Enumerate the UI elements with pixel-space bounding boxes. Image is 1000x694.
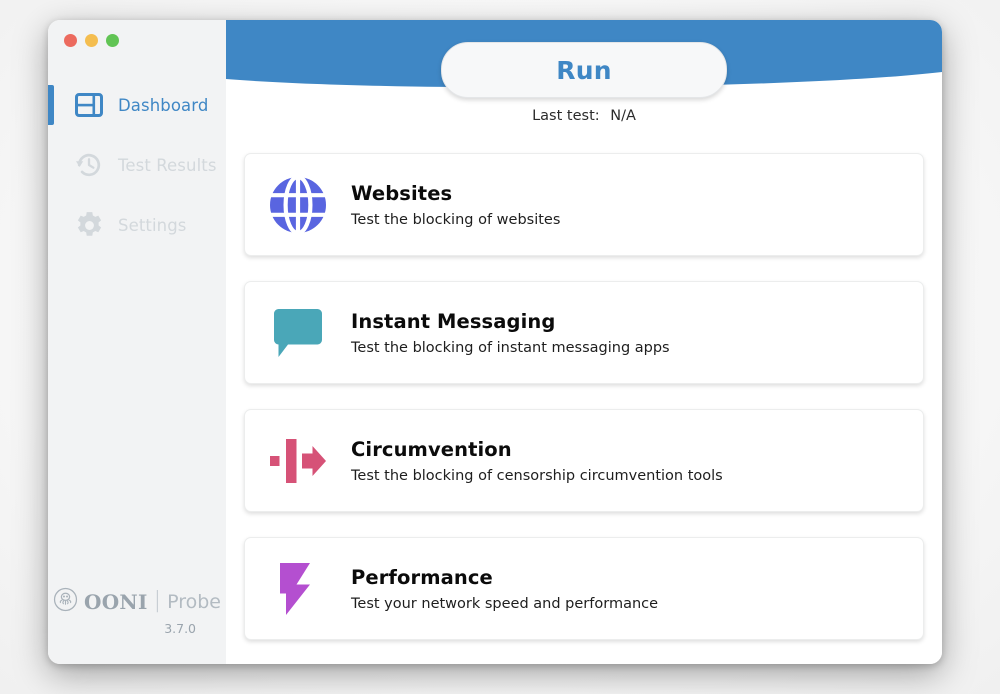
sidebar-footer-logo: OONI | Probe 3.7.0 bbox=[48, 587, 226, 636]
card-description: Test your network speed and performance bbox=[351, 595, 659, 612]
test-card-performance[interactable]: Performance Test your network speed and … bbox=[244, 537, 924, 640]
last-test-label: Last test: bbox=[532, 108, 600, 124]
dashboard-icon bbox=[74, 90, 104, 120]
maximize-window-button[interactable] bbox=[106, 34, 119, 47]
last-test-value: N/A bbox=[610, 108, 636, 124]
run-button-label: Run bbox=[556, 55, 612, 85]
test-card-instant-messaging[interactable]: Instant Messaging Test the blocking of i… bbox=[244, 281, 924, 384]
card-title: Circumvention bbox=[351, 437, 512, 461]
gear-icon bbox=[74, 210, 104, 240]
sidebar-item-test-results[interactable]: Test Results bbox=[48, 135, 226, 195]
card-title: Websites bbox=[351, 181, 453, 205]
run-button[interactable]: Run bbox=[441, 42, 727, 98]
sidebar-item-label: Test Results bbox=[118, 155, 217, 175]
window-traffic-lights bbox=[64, 34, 119, 47]
chat-bubble-icon bbox=[267, 302, 329, 364]
lightning-bolt-icon bbox=[267, 558, 329, 620]
circumvention-arrow-icon bbox=[267, 430, 329, 492]
card-description: Test the blocking of censorship circumve… bbox=[351, 467, 723, 484]
last-test-status: Last test: N/A bbox=[226, 108, 942, 124]
sidebar-item-label: Dashboard bbox=[118, 95, 209, 115]
brand-separator: | bbox=[153, 587, 162, 613]
active-indicator-bar bbox=[48, 85, 54, 125]
close-window-button[interactable] bbox=[64, 34, 77, 47]
sidebar-item-settings[interactable]: Settings bbox=[48, 195, 226, 255]
sidebar-item-label: Settings bbox=[118, 215, 187, 235]
globe-icon bbox=[267, 174, 329, 236]
test-card-websites[interactable]: Websites Test the blocking of websites bbox=[244, 153, 924, 256]
brand-name: OONI bbox=[83, 589, 148, 614]
sidebar-nav: Dashboard Test Results bbox=[48, 75, 226, 255]
sidebar-item-dashboard[interactable]: Dashboard bbox=[48, 75, 226, 135]
product-name: Probe bbox=[167, 590, 221, 613]
history-clock-icon bbox=[74, 150, 104, 180]
test-card-circumvention[interactable]: Circumvention Test the blocking of censo… bbox=[244, 409, 924, 512]
main-content: Run Last test: N/A bbox=[226, 20, 942, 664]
card-description: Test the blocking of instant messaging a… bbox=[351, 339, 670, 356]
app-window: Dashboard Test Results bbox=[48, 20, 942, 664]
card-title: Instant Messaging bbox=[351, 309, 556, 333]
card-title: Performance bbox=[351, 565, 493, 589]
sidebar: Dashboard Test Results bbox=[48, 20, 226, 664]
ooni-octopus-logo-icon bbox=[53, 587, 78, 616]
minimize-window-button[interactable] bbox=[85, 34, 98, 47]
card-description: Test the blocking of websites bbox=[351, 211, 561, 228]
app-version: 3.7.0 bbox=[164, 621, 196, 636]
test-cards-list: Websites Test the blocking of websites I… bbox=[244, 153, 924, 664]
